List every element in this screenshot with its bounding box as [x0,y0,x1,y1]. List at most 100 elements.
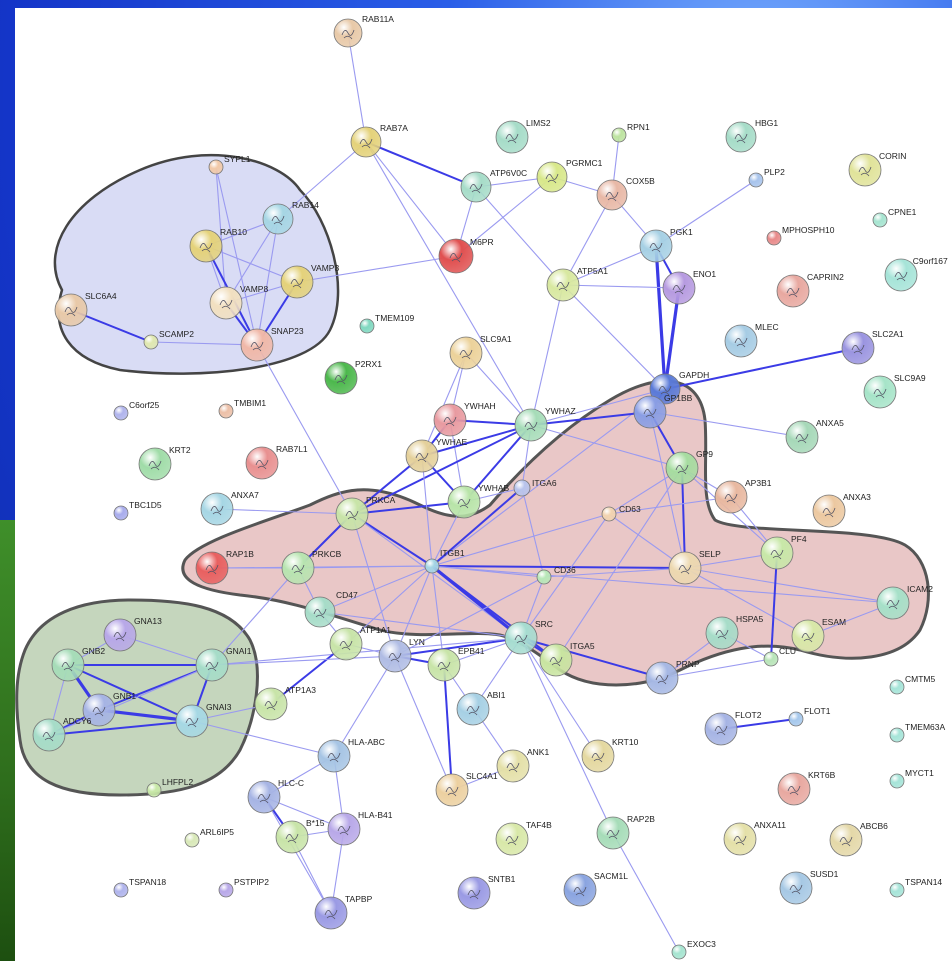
node-rab14[interactable]: RAB14 [262,200,319,235]
node-itga6[interactable]: ITGA6 [513,478,557,497]
node-lhfpl2[interactable]: LHFPL2 [146,777,193,798]
node-taf4b[interactable]: TAF4B [495,820,552,856]
node-ank1[interactable]: ANK1 [496,747,549,783]
node-pf4[interactable]: PF4 [760,534,807,570]
node-scamp2[interactable]: SCAMP2 [143,329,194,350]
node-gapdh[interactable]: GAPDH [649,370,709,405]
node-tspan18[interactable]: TSPAN18 [113,877,166,898]
node-slc2a1[interactable]: SLC2A1 [841,329,904,365]
node-anxa7[interactable]: ANXA7 [200,490,259,526]
node-epb41[interactable]: EPB41 [427,646,485,682]
node-gp1bb[interactable]: GP1BB [633,393,693,429]
node-abi1[interactable]: ABI1 [456,690,506,726]
node-rab7l1[interactable]: RAB7L1 [245,444,308,480]
node-krt10[interactable]: KRT10 [581,737,639,773]
node-atp1a3[interactable]: ATP1A3 [254,685,316,721]
node-bubble[interactable] [748,172,764,188]
node-bubble[interactable] [208,159,224,175]
node-bubble[interactable] [113,882,129,898]
node-sypl1[interactable]: SYPL1 [208,154,251,175]
node-p2rx1[interactable]: P2RX1 [324,359,382,395]
node-bubble[interactable] [671,944,687,960]
node-bubble[interactable] [218,403,234,419]
node-src[interactable]: SRC [504,619,553,655]
node-bubble[interactable] [889,727,905,743]
node-ywhaz[interactable]: YWHAZ [514,406,576,442]
node-cd63[interactable]: CD63 [601,504,641,522]
node-bubble[interactable] [536,569,552,585]
node-gp9[interactable]: GP9 [665,449,713,485]
node-corin[interactable]: CORIN [848,151,906,187]
node-mlec[interactable]: MLEC [724,322,779,358]
node-prkca[interactable]: PRKCA [335,495,396,531]
node-itga5[interactable]: ITGA5 [539,641,595,677]
node-cmtm5[interactable]: CMTM5 [889,674,935,695]
node-adcy6[interactable]: ADCY6 [32,716,92,752]
node-gna13[interactable]: GNA13 [103,616,162,652]
node-lyn[interactable]: LYN [378,637,425,673]
node-sacm1l[interactable]: SACM1L [563,871,628,907]
node-hspa5[interactable]: HSPA5 [705,614,764,650]
node-hbg1[interactable]: HBG1 [725,118,778,153]
node-lims2[interactable]: LIMS2 [495,118,551,154]
node-hla-abc[interactable]: HLA-ABC [317,737,385,773]
node-ap3b1[interactable]: AP3B1 [714,478,772,514]
node-bubble[interactable] [424,558,440,574]
node-tapbp[interactable]: TAPBP [314,894,373,930]
node-eno1[interactable]: ENO1 [662,269,716,305]
node-ywhah[interactable]: YWHAH [433,401,496,437]
node-anxa5[interactable]: ANXA5 [785,418,844,454]
node-bubble[interactable] [143,334,159,350]
node-pstpip2[interactable]: PSTPIP2 [218,877,269,898]
node-rab10[interactable]: RAB10 [189,227,247,263]
node-abcb6[interactable]: ABCB6 [829,821,888,857]
node-flot1[interactable]: FLOT1 [788,706,831,727]
node-cox5b[interactable]: COX5B [596,176,655,211]
node-cd47[interactable]: CD47 [304,590,358,628]
node-prnp[interactable]: PRNP [645,659,700,695]
node-prkcb[interactable]: PRKCB [281,549,342,585]
node-clu[interactable]: CLU [763,646,796,667]
node-bubble[interactable] [766,230,782,246]
node-tmem109[interactable]: TMEM109 [359,313,414,334]
node-bubble[interactable] [113,505,129,521]
node-atp1a1[interactable]: ATP1A1 [329,625,391,661]
node-ywhae[interactable]: YWHAE [405,437,468,473]
node-rab7a[interactable]: RAB7A [350,123,408,158]
node-atp5a1[interactable]: ATP5A1 [546,266,608,302]
node-bubble[interactable] [146,782,162,798]
node-slc9a9[interactable]: SLC9A9 [863,373,926,409]
node-bubble[interactable] [889,882,905,898]
node-bubble[interactable] [763,651,779,667]
node-cpne1[interactable]: CPNE1 [872,207,917,228]
node-caprin2[interactable]: CAPRIN2 [776,272,844,308]
node-bubble[interactable] [184,832,200,848]
node-bubble[interactable] [601,506,617,522]
node-icam2[interactable]: ICAM2 [876,584,933,620]
node-exoc3[interactable]: EXOC3 [671,939,716,960]
node-bubble[interactable] [113,405,129,421]
node-flot2[interactable]: FLOT2 [704,710,762,746]
node-myct1[interactable]: MYCT1 [889,768,934,789]
node-gnai3[interactable]: GNAI3 [175,702,232,738]
node-vamp3[interactable]: VAMP3 [280,263,339,299]
node-sntb1[interactable]: SNTB1 [457,874,516,910]
node-bubble[interactable] [611,127,627,143]
node-m6pr[interactable]: M6PR [438,237,494,274]
node-bubble[interactable] [872,212,888,228]
node-rap2b[interactable]: RAP2B [596,814,655,850]
node-tmbim1[interactable]: TMBIM1 [218,398,266,419]
node-krt2[interactable]: KRT2 [138,445,191,481]
node-krt6b[interactable]: KRT6B [777,770,836,806]
node-cd36[interactable]: CD36 [536,565,576,585]
node-susd1[interactable]: SUSD1 [779,869,839,905]
node-rap1b[interactable]: RAP1B [195,549,254,585]
node-bubble[interactable] [889,773,905,789]
node-b-15[interactable]: B*15 [275,818,325,854]
node-bubble[interactable] [889,679,905,695]
node-slc6a4[interactable]: SLC6A4 [54,291,117,327]
node-bubble[interactable] [788,711,804,727]
node-hla-b41[interactable]: HLA-B41 [327,810,393,846]
node-pgk1[interactable]: PGK1 [639,227,693,263]
node-slc4a1[interactable]: SLC4A1 [435,771,498,807]
